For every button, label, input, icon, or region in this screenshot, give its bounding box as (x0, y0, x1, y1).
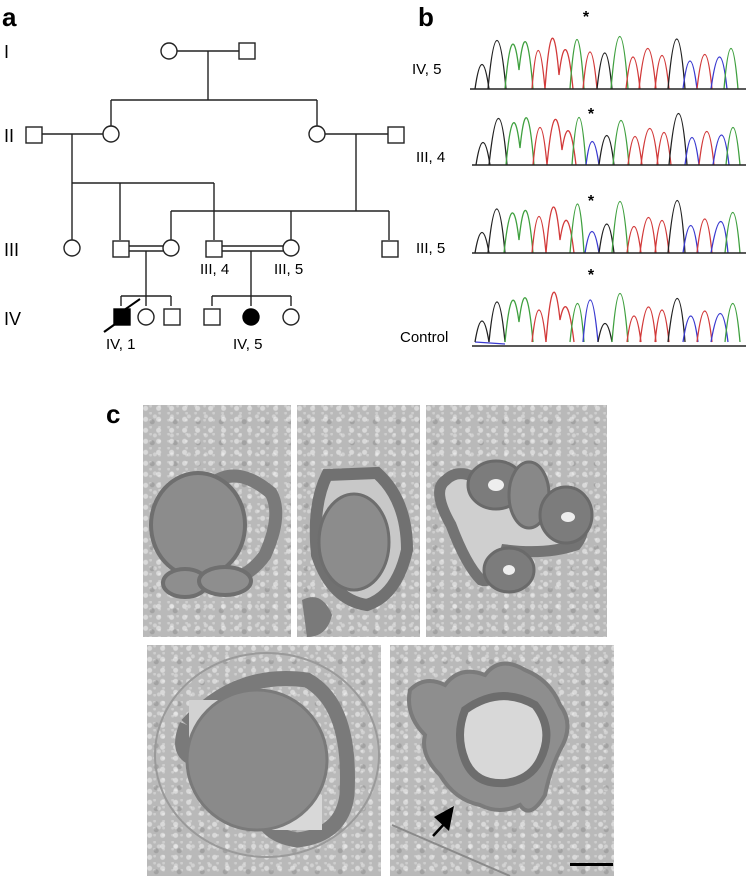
trace-control-variant-marker: * (588, 267, 595, 284)
trace-iii-4-variant-marker: * (588, 106, 595, 123)
deceased-slash (116, 298, 141, 316)
arrow-annotation-icon (432, 806, 454, 837)
individual-iii-2-male (112, 240, 130, 258)
individual-iv-1-affected-male-deceased (113, 308, 131, 326)
trace-label-iv-5: IV, 5 (412, 61, 442, 78)
em-image-top-left (143, 405, 291, 637)
panel-c-letter: c (106, 399, 121, 429)
individual-iv-5-affected-female (242, 308, 260, 326)
trace-iii-4 (475, 112, 741, 166)
panel-a-letter: a (2, 2, 17, 32)
individual-ii-3-female (308, 125, 326, 143)
trace-iii-5-variant-marker: * (588, 193, 595, 210)
trace-control (474, 291, 741, 345)
label-iii-4: III, 4 (200, 261, 230, 278)
individual-ii-4-male (387, 126, 405, 144)
chromatogram-traces: * * (470, 9, 746, 347)
generation-label-iii: III (4, 240, 20, 260)
individual-iv-4-male (203, 308, 221, 326)
trace-label-iii-5: III, 5 (416, 240, 446, 257)
trace-iv-5-variant-marker: * (583, 9, 590, 26)
em-image-bottom-right (390, 645, 614, 876)
generation-label-ii: II (4, 126, 15, 146)
individual-iii-3-female (162, 239, 180, 257)
individual-iv-3-male (163, 308, 181, 326)
proband-arrow-icon (103, 321, 119, 333)
label-iv-1: IV, 1 (106, 336, 136, 353)
em-image-top-middle (297, 405, 420, 637)
individual-ii-1-male (25, 126, 43, 144)
individual-i-1-female (160, 42, 178, 60)
individual-iii-4-male (205, 240, 223, 258)
em-image-bottom-left (147, 645, 381, 876)
individual-i-2-male (238, 42, 256, 60)
scale-bar (570, 863, 613, 866)
trace-iii-5 (474, 200, 741, 254)
pedigree-chart (25, 42, 405, 333)
generation-label-i: I (4, 42, 10, 62)
label-iii-5: III, 5 (274, 261, 304, 278)
trace-label-control: Control (400, 329, 449, 346)
em-image-top-right (426, 405, 607, 637)
panel-b-letter: b (418, 2, 434, 32)
label-iv-5: IV, 5 (233, 336, 263, 353)
individual-ii-2-female (102, 125, 120, 143)
individual-iv-6-female (282, 308, 300, 326)
individual-iii-6-male (381, 240, 399, 258)
trace-label-iii-4: III, 4 (416, 149, 446, 166)
generation-label-iv: IV (4, 309, 22, 329)
individual-iii-5-female (282, 239, 300, 257)
individual-iii-1-female (63, 239, 81, 257)
individual-iv-2-female (137, 308, 155, 326)
trace-iv-5 (474, 36, 739, 90)
